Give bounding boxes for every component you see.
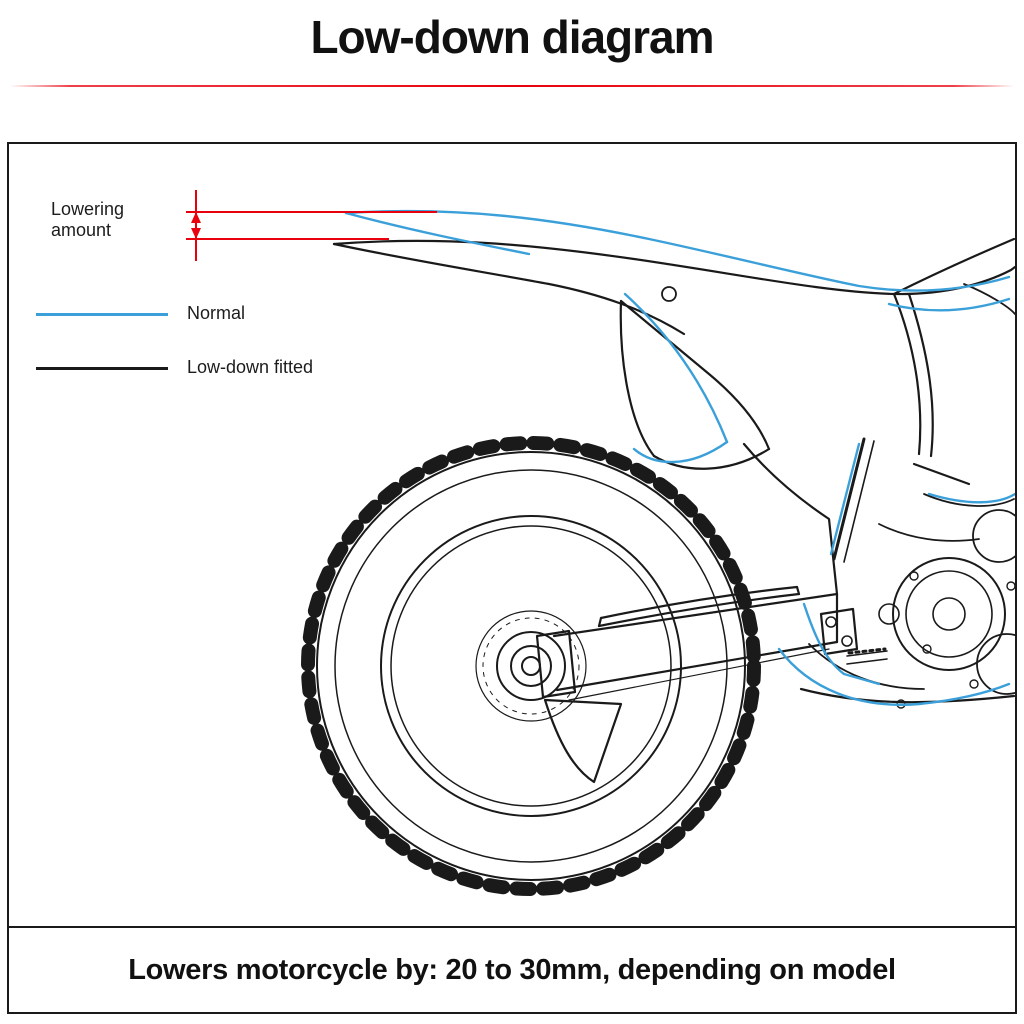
lowering-amount-label: Lowering amount (51, 199, 125, 241)
diagram-frame: Lowering amount Normal Low-down fitted L… (7, 142, 1017, 1014)
note-band: Lowers motorcycle by: 20 to 30mm, depend… (9, 926, 1015, 1012)
rear-wheel (301, 436, 761, 896)
motorcycle-diagram (186, 190, 1015, 896)
bodywork-normal (344, 209, 1015, 706)
legend-normal-line (36, 313, 168, 316)
note-text: Lowers motorcycle by: 20 to 30mm, depend… (128, 953, 896, 986)
swingarm (535, 585, 888, 784)
legend-lowdown-line (36, 367, 168, 370)
legend-lowdown-label: Low-down fitted (187, 357, 314, 377)
page-title: Low-down diagram (310, 11, 714, 63)
title-underline (10, 85, 1014, 87)
legend-normal-label: Normal (187, 303, 246, 323)
lowering-dimension-arrow (186, 190, 437, 261)
